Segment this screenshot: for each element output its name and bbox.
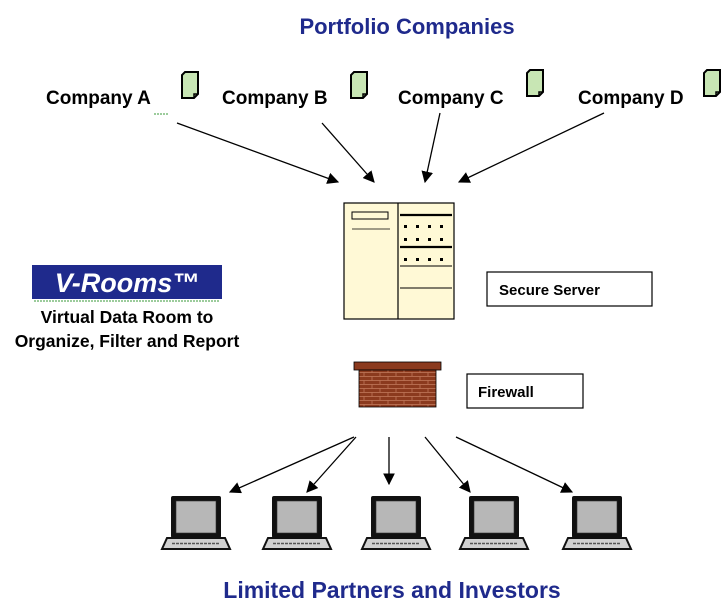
- arrow-company-a-to-server: [176, 122, 340, 184]
- company-b: Company B: [222, 71, 368, 109]
- arrow-firewall-to-investor-2: [306, 436, 357, 493]
- document-icon: [350, 71, 368, 99]
- arrow-company-d-to-server: [457, 112, 605, 183]
- arrow-firewall-to-investor-4: [424, 436, 471, 493]
- company-d-label: Company D: [578, 88, 684, 109]
- arrow-firewall-to-investor-1: [228, 436, 355, 494]
- company-a-label: Company A: [46, 88, 151, 109]
- laptop-icon: [261, 496, 333, 550]
- firewall-box: Firewall: [466, 373, 584, 409]
- arrow-company-c-to-server: [421, 112, 441, 184]
- arrow-firewall-to-investor-5: [455, 436, 574, 493]
- v-rooms-brand: V-Rooms™: [32, 265, 222, 302]
- company-d: Company D: [578, 69, 721, 109]
- laptop-icon: [360, 496, 432, 550]
- document-icon: [526, 69, 544, 97]
- arrow-company-b-to-server: [321, 122, 375, 183]
- server-icon: [343, 202, 455, 320]
- portfolio-companies-title: Portfolio Companies: [299, 14, 514, 39]
- v-rooms-logo-text: V-Rooms™: [55, 268, 200, 298]
- tagline-line-2: Organize, Filter and Report: [15, 331, 240, 351]
- secure-server-label: Secure Server: [499, 282, 600, 299]
- firewall-label: Firewall: [478, 384, 534, 401]
- document-icon: [181, 71, 199, 99]
- tagline-line-1: Virtual Data Room to: [41, 307, 214, 327]
- company-a: Company A: [46, 71, 199, 115]
- brick-wall-icon: [353, 361, 442, 408]
- company-c-label: Company C: [398, 88, 504, 109]
- laptop-icon: [561, 496, 633, 550]
- limited-partners-title: Limited Partners and Investors: [223, 577, 560, 603]
- laptop-icon: [458, 496, 530, 550]
- investor-laptops: [160, 496, 633, 550]
- document-icon: [703, 69, 721, 97]
- laptop-icon: [160, 496, 232, 550]
- company-c: Company C: [398, 69, 544, 109]
- secure-server-box: Secure Server: [486, 271, 653, 307]
- company-b-label: Company B: [222, 88, 328, 109]
